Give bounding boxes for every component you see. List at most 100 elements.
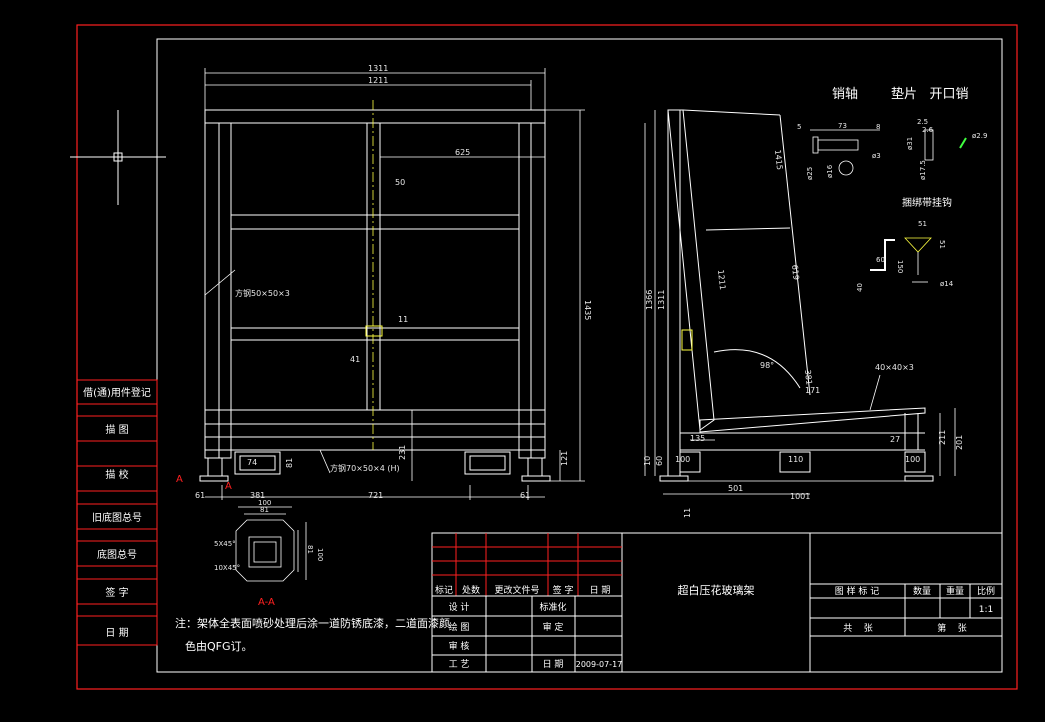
side-dim-11: 11 [683,508,692,518]
note-tube-base: 方钢70×50×4 (H) [330,463,400,473]
panel-label-date: 日 期 [105,627,128,639]
section-aa [235,506,307,582]
panel-label-sign: 签 字 [105,586,128,599]
side-dim-100b: 100 [905,455,920,464]
drawing-name: 超白压花玻璃架 [678,583,755,597]
dim-upper: 11 [398,315,408,324]
dim-half-span: 625 [455,148,470,157]
side-dim-thick: 40×40×3 [875,363,914,372]
pin-dim-73: 73 [838,122,847,130]
side-dim-211: 211 [938,430,947,445]
section-dim-h100: 100 [316,548,324,561]
dim-overall-width: 1311 [368,64,388,73]
pin-detail [810,129,967,176]
role-design: 设 计 [449,601,470,613]
section-title: A-A [258,597,275,608]
note-tube-upper: 方钢50×50×3 [235,288,290,298]
rev-header-mark: 标记 [435,584,453,596]
role-approve: 审 定 [543,621,564,633]
dim-base-slot-h: 81 [285,458,294,468]
pin-dim-26: 2.6 [922,126,934,134]
outer-frame [76,24,1018,690]
pin-dim-5: 5 [797,123,801,131]
side-dim-height-b: 1311 [657,290,666,310]
title-block [431,532,1003,673]
side-dim-171: 171 [805,386,820,395]
strap-dim-h51: 51 [938,240,946,249]
dim-height: 1435 [583,300,592,320]
dim-bottom-mid: 381 [250,491,265,500]
left-panel: 借(通)用件登记 描 图 描 校 旧底图总号 底图总号 签 字 日 期 [76,379,158,646]
right-header-weight: 重量 [946,585,964,597]
side-dim-10: 10 [643,456,652,466]
scale-value: 1:1 [979,605,993,615]
side-dim-501: 501 [728,484,743,493]
section-dim-w100: 100 [258,499,271,507]
inner-frame [156,38,1003,673]
strap-dim-40: 40 [856,283,864,292]
rev-header-file: 更改文件号 [494,584,539,596]
pin-dim-25b: ø25 [806,167,814,180]
pin-dim-16: ø16 [826,164,834,178]
side-dim-base-slope: 381 [803,369,814,385]
panel-label-old-number: 旧底图总号 [92,511,142,524]
pin-dim-31: ø31 [906,137,914,150]
crosshair-cursor [70,110,166,205]
dim-base-height: 231 [398,445,407,460]
side-dim-100: 100 [675,455,690,464]
strap-dim-150: 150 [896,260,904,273]
note-line-2: 色由QFG订。 [185,639,253,653]
dim-bottom-left: 61 [195,491,205,500]
dim-lower: 41 [350,355,360,364]
strap-hook-detail [870,237,932,283]
dim-inner-width: 1211 [368,76,388,85]
rev-header-date: 日 期 [590,585,611,596]
side-dim-height-a: 1366 [645,290,654,310]
pin-dim-29: ø2.9 [972,132,987,140]
side-dim-top: 1415 [773,149,784,170]
detail-title: 销轴 垫片 开口销 [832,86,968,102]
role-standard: 标准化 [539,601,566,613]
title-date: 2009-07-17 [576,660,623,669]
dim-post: 50 [395,178,405,187]
strap-dim-60: 60 [876,256,885,264]
side-view-dimensions [644,110,956,495]
side-dim-110: 110 [788,455,803,464]
side-dim-27: 27 [890,435,900,444]
right-header-mark: 图 样 标 记 [835,585,880,597]
dim-bottom-main: 721 [368,491,383,500]
section-dim-h81: 81 [306,545,314,554]
front-view [199,109,551,482]
note-line-1: 注：架体全表面喷砂处理后涂一道防锈底漆，二道面漆颜 [175,616,450,630]
right-header-scale: 比例 [977,585,995,597]
rev-header-count: 处数 [462,584,480,596]
section-marker-left: A [176,474,183,485]
dim-foot-height: 121 [560,451,569,466]
section-chamfer2: 10X45° [214,564,240,572]
section-dim-w81: 81 [260,506,269,514]
pin-dim-3: ø3 [872,152,881,160]
role-drafting: 绘 图 [449,621,470,633]
role-date: 日 期 [543,659,564,670]
side-dim-mid2: 619 [790,264,801,280]
section-marker-left-2: A [225,481,232,492]
role-process: 工 艺 [449,659,470,670]
sheet-total: 共 张 [843,623,872,634]
strap-dim-w51: 51 [918,220,927,228]
front-view-dimensions [204,68,585,500]
dim-bottom-right: 61 [520,491,530,500]
pin-dim-175: ø17.5 [919,160,927,180]
strap-title: 捆绑带挂钩 [902,196,952,209]
right-header-qty: 数量 [913,585,931,597]
sheet-number: 第 张 [937,622,966,634]
panel-label-trace: 描 图 [105,423,128,436]
side-view [659,109,934,482]
pin-dim-25: 2.5 [917,118,928,126]
side-dim-135: 135 [690,434,705,443]
section-chamfer1: 5X45° [214,540,236,548]
side-dim-angle: 98° [760,361,774,370]
side-dim-60: 60 [655,456,664,466]
panel-label-number: 底图总号 [97,548,137,561]
side-dim-mid1: 1211 [716,269,727,290]
